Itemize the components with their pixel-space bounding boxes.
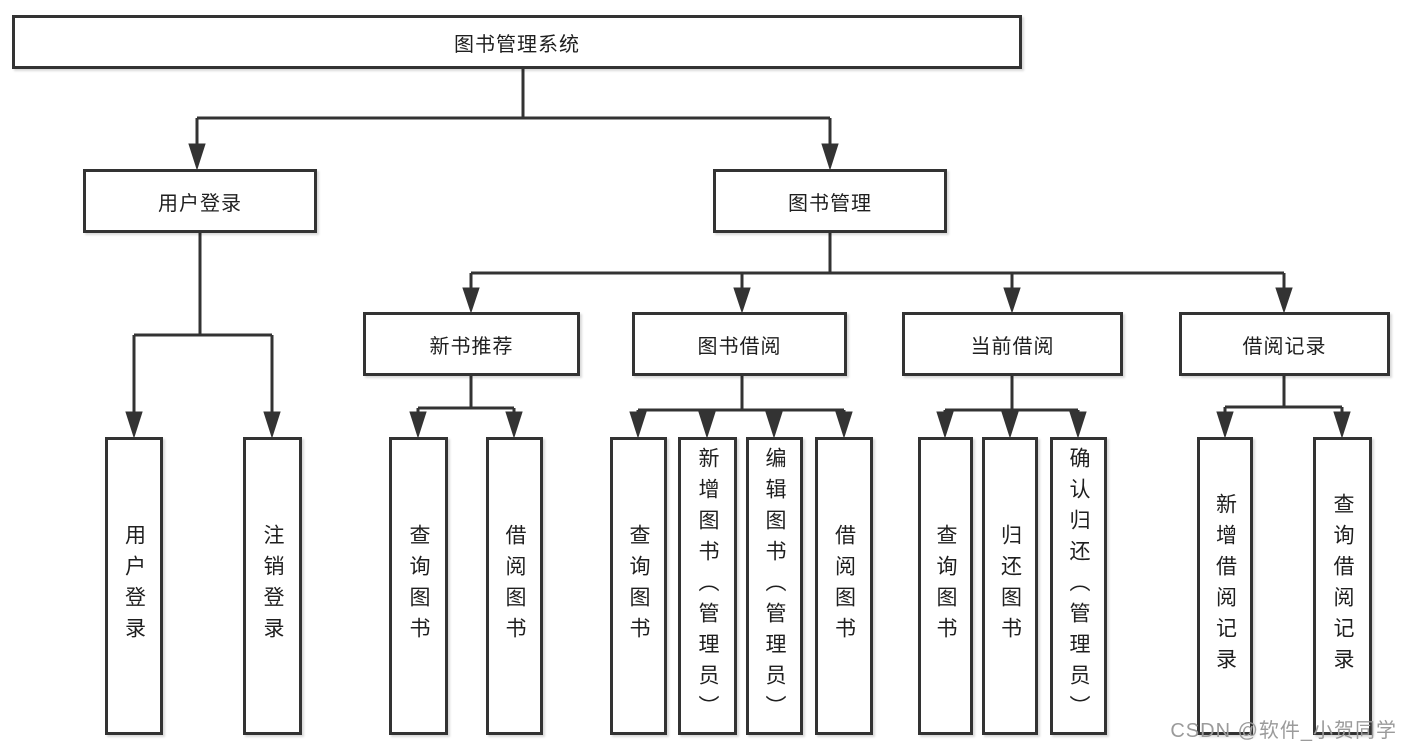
leaf-current-return-book: 归还图书 xyxy=(982,437,1038,735)
csdn-watermark: CSDN @软件_小贺同学 xyxy=(1170,720,1397,742)
node-book-management-label: 图书管理 xyxy=(788,192,872,215)
node-new-book-recommend-label: 新书推荐 xyxy=(429,335,514,358)
node-borrow-records: 借阅记录 xyxy=(1179,312,1390,376)
leaf-records-query-record-label: 查询借阅记录 xyxy=(1331,493,1354,679)
node-library-system-label: 图书管理系统 xyxy=(454,33,580,56)
leaf-logout-label: 注销登录 xyxy=(261,524,284,648)
node-book-borrow-label: 图书借阅 xyxy=(697,335,782,358)
leaf-recommend-query-book-label: 查询图书 xyxy=(407,524,430,648)
leaf-borrow-query-book-label: 查询图书 xyxy=(627,524,650,648)
node-current-borrow: 当前借阅 xyxy=(902,312,1123,376)
leaf-current-return-book-label: 归还图书 xyxy=(998,524,1022,648)
leaf-borrow-borrow-book-label: 借阅图书 xyxy=(832,524,856,648)
node-new-book-recommend: 新书推荐 xyxy=(363,312,580,376)
leaf-recommend-query-book: 查询图书 xyxy=(389,437,448,735)
leaf-current-query-book-label: 查询图书 xyxy=(934,524,957,648)
leaf-borrow-edit-book-admin-label: 编辑图书（管理员） xyxy=(763,446,786,726)
leaf-borrow-query-book: 查询图书 xyxy=(610,437,667,735)
leaf-logout: 注销登录 xyxy=(243,437,302,735)
leaf-borrow-borrow-book: 借阅图书 xyxy=(815,437,873,735)
leaf-borrow-add-book-admin: 新增图书（管理员） xyxy=(678,437,737,735)
leaf-current-query-book: 查询图书 xyxy=(918,437,973,735)
leaf-recommend-borrow-book-label: 借阅图书 xyxy=(503,524,526,648)
leaf-recommend-borrow-book: 借阅图书 xyxy=(486,437,543,735)
node-book-borrow: 图书借阅 xyxy=(632,312,847,376)
node-user-login: 用户登录 xyxy=(83,169,317,233)
leaf-user-login-label: 用户登录 xyxy=(122,524,146,648)
node-library-system: 图书管理系统 xyxy=(12,15,1022,69)
leaf-user-login: 用户登录 xyxy=(105,437,163,735)
leaf-records-add-record-label: 新增借阅记录 xyxy=(1213,493,1237,679)
leaf-records-query-record: 查询借阅记录 xyxy=(1313,437,1372,735)
node-borrow-records-label: 借阅记录 xyxy=(1242,335,1327,358)
leaf-borrow-add-book-admin-label: 新增图书（管理员） xyxy=(696,446,719,726)
leaf-current-confirm-return-admin: 确认归还（管理员） xyxy=(1050,437,1107,735)
node-book-management: 图书管理 xyxy=(713,169,947,233)
node-current-borrow-label: 当前借阅 xyxy=(970,335,1055,358)
leaf-records-add-record: 新增借阅记录 xyxy=(1197,437,1253,735)
node-user-login-label: 用户登录 xyxy=(158,192,242,215)
leaf-borrow-edit-book-admin: 编辑图书（管理员） xyxy=(746,437,803,735)
leaf-current-confirm-return-admin-label: 确认归还（管理员） xyxy=(1067,446,1090,726)
arrowheads xyxy=(125,143,1351,439)
